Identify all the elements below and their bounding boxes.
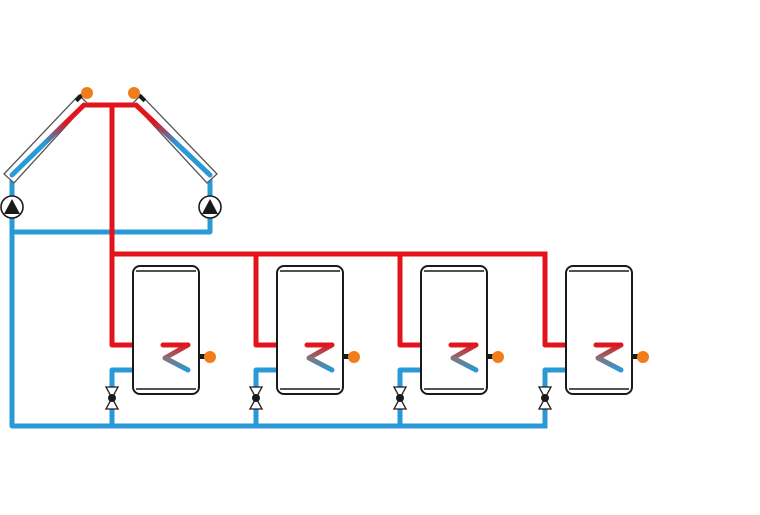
pump-left — [0, 195, 24, 219]
valve-actuator-icon — [541, 394, 549, 402]
pump-right — [198, 195, 222, 219]
zone-valve-lower-icon — [537, 396, 553, 410]
temperature-sensor-icon — [128, 87, 140, 99]
collector-sensor-pocket — [74, 93, 84, 103]
storage-tank-icon — [565, 265, 633, 395]
zone-valve-icon — [104, 386, 120, 400]
zone-valve-lower-icon — [248, 396, 264, 410]
zone-valve-1 — [104, 386, 120, 410]
heat-exchanger-coil-icon — [593, 342, 624, 373]
tank-sensor-pocket — [199, 354, 206, 359]
temperature-sensor-icon — [637, 351, 649, 363]
storage-tanks — [132, 265, 649, 395]
zone-valves — [104, 386, 553, 410]
temperature-sensor-icon — [348, 351, 360, 363]
collector-return-line — [9, 172, 213, 235]
valve-actuator-icon — [396, 394, 404, 402]
valve-actuator-icon — [108, 394, 116, 402]
zone-valve-4 — [537, 386, 553, 410]
solar-collector-left — [3, 87, 93, 184]
main-return-line — [9, 172, 548, 429]
zone-valve-icon — [392, 386, 408, 400]
storage-tank-1 — [132, 265, 216, 395]
storage-tank-icon — [132, 265, 200, 395]
temperature-sensor-icon — [204, 351, 216, 363]
temperature-sensor-icon — [81, 87, 93, 99]
collector-absorber-pipe — [9, 102, 87, 178]
storage-tank-icon — [420, 265, 488, 395]
heat-exchanger-coil-icon — [448, 342, 479, 373]
heat-exchanger-coil-icon — [304, 342, 335, 373]
zone-valve-3 — [392, 386, 408, 410]
temperature-sensor-icon — [492, 351, 504, 363]
tank-sensor-pocket — [343, 354, 350, 359]
storage-tank-3 — [420, 265, 504, 395]
zone-valve-2 — [248, 386, 264, 410]
storage-tank-2 — [276, 265, 360, 395]
zone-valve-icon — [248, 386, 264, 400]
zone-valve-lower-icon — [392, 396, 408, 410]
storage-tank-4 — [565, 265, 649, 395]
storage-tank-icon — [276, 265, 344, 395]
zone-valve-icon — [537, 386, 553, 400]
zone-valve-lower-icon — [104, 396, 120, 410]
valve-actuator-icon — [252, 394, 260, 402]
collector-sensor-pocket — [137, 93, 147, 103]
tank-sensor-pocket — [632, 354, 639, 359]
collector-absorber-pipe — [133, 102, 213, 178]
pump-direction-icon — [202, 199, 218, 214]
solar-collector-right — [128, 87, 218, 184]
tank-sensor-pocket — [487, 354, 494, 359]
heat-exchanger-coil-icon — [160, 342, 191, 373]
pump-direction-icon — [4, 199, 20, 214]
